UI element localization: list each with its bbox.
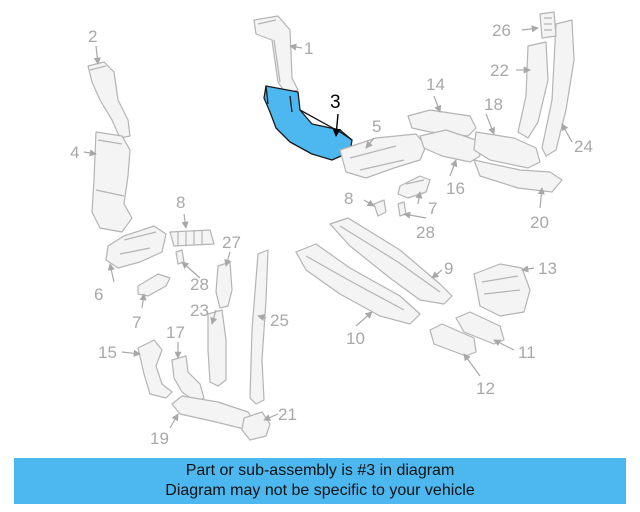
part-21	[241, 411, 271, 441]
part-25	[249, 249, 269, 405]
callout-13: 13	[538, 259, 557, 278]
part-26	[539, 11, 557, 39]
callout-7-left: 7	[132, 313, 141, 332]
leader-lines	[83, 25, 573, 429]
callout-18: 18	[484, 95, 503, 114]
callout-28-right: 28	[416, 223, 435, 242]
callout-12: 12	[476, 379, 495, 398]
part-1	[253, 15, 299, 95]
part-15	[137, 339, 173, 399]
callout-14: 14	[426, 75, 445, 94]
part-24	[541, 19, 575, 157]
banner-line-part-number: Part or sub-assembly is #3 in diagram	[185, 462, 455, 479]
callout-22: 22	[490, 61, 509, 80]
callout-labels: 1 2 3 4 5 6 7 7 8 8 9 10 11 12 13 14 15 …	[70, 21, 593, 448]
callout-17: 17	[166, 323, 185, 342]
part-22	[517, 41, 549, 139]
callout-11: 11	[518, 343, 536, 362]
part-9	[329, 217, 453, 305]
callout-7-right: 7	[428, 199, 437, 218]
callout-6: 6	[94, 285, 103, 304]
parts-diagram: 1 2 3 4 5 6 7 7 8 8 9 10 11 12 13 14 15 …	[70, 11, 593, 448]
info-banner: Part or sub-assembly is #3 in diagram Di…	[14, 458, 626, 504]
callout-8-left: 8	[176, 193, 185, 212]
part-6	[105, 225, 167, 269]
callout-8-right: 8	[344, 189, 353, 208]
callout-4: 4	[70, 143, 79, 162]
callout-16: 16	[446, 179, 465, 198]
callout-1: 1	[304, 39, 313, 58]
part-10	[295, 243, 421, 325]
part-3-shape	[263, 85, 353, 161]
part-28-left	[175, 249, 185, 265]
callout-3-highlighted: 3	[330, 92, 341, 113]
part-12	[429, 323, 477, 357]
part-20	[473, 159, 563, 193]
callout-23: 23	[190, 301, 209, 320]
callout-15: 15	[98, 343, 117, 362]
callout-26: 26	[492, 21, 511, 40]
part-13	[473, 263, 531, 317]
part-18	[473, 131, 541, 169]
part-7-right	[397, 175, 431, 199]
part-8-left	[169, 229, 215, 247]
callout-10: 10	[346, 329, 365, 348]
callout-28-left: 28	[190, 275, 209, 294]
part-7-left	[137, 273, 171, 297]
callout-24: 24	[574, 137, 593, 156]
callout-25: 25	[270, 311, 289, 330]
callout-5: 5	[372, 117, 381, 136]
part-27	[215, 261, 233, 309]
part-8-right	[373, 199, 387, 217]
part-17	[171, 355, 205, 403]
callout-21: 21	[278, 405, 297, 424]
part-4	[91, 131, 133, 233]
callout-2: 2	[88, 27, 97, 46]
part-5	[339, 133, 427, 179]
banner-line-disclaimer: Diagram may not be specific to your vehi…	[165, 482, 475, 499]
callout-19: 19	[150, 429, 169, 448]
part-23	[207, 309, 227, 387]
part-11	[455, 311, 505, 345]
callout-20: 20	[530, 213, 549, 232]
callout-27: 27	[222, 233, 241, 252]
part-2	[87, 61, 131, 139]
callout-9: 9	[444, 259, 453, 278]
part-16	[419, 129, 481, 163]
